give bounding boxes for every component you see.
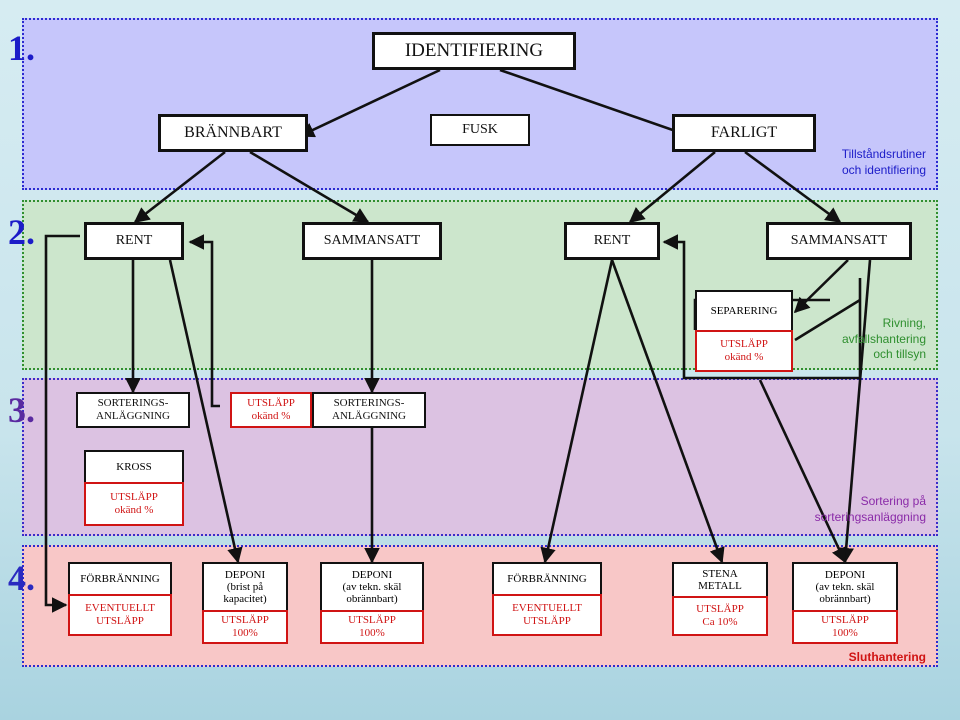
sammansatt-left-box: SAMMANSATT (302, 222, 442, 260)
utslapp-label: UTSLÄPP (696, 603, 744, 616)
note-line: Tillståndsrutiner (841, 147, 926, 161)
deponi-line: DEPONI (351, 569, 393, 581)
sorteringsanlaggning-left-box: SORTERINGS- ANLÄGGNING (76, 392, 190, 428)
stage-3-number: 3. (8, 390, 35, 430)
utslapp-100-box: UTSLÄPP 100% (202, 610, 288, 644)
stena-metall-box: STENA METALL UTSLÄPP Ca 10% (672, 562, 768, 636)
sort-line: SORTERINGS- (333, 397, 405, 410)
utslapp-label: UTSLÄPP (720, 338, 768, 351)
sort-line: ANLÄGGNING (332, 410, 406, 422)
utslapp-100-box: UTSLÄPP 100% (792, 610, 898, 644)
percent-label: 100% (359, 627, 385, 639)
note-tillstandsrutiner: Tillståndsrutiner och identifiering (842, 147, 926, 178)
eventuellt-utslapp-box: EVENTUELLT UTSLÄPP (68, 594, 172, 636)
sorteringsanlaggning-right-box: SORTERINGS- ANLÄGGNING (312, 392, 426, 428)
deponi-line: obrännbart) (346, 593, 398, 605)
deponi-line: obrännbart) (819, 593, 871, 605)
deponi-line: (av tekn. skäl (342, 581, 402, 593)
utslapp-label: UTSLÄPP (821, 614, 869, 627)
kross-utslapp-box: UTSLÄPP okänd % (84, 482, 184, 526)
utslapp-ca10-box: UTSLÄPP Ca 10% (672, 596, 768, 636)
utslapp-label: UTSLÄPP (96, 615, 144, 627)
kross-label: KROSS (116, 461, 152, 473)
forbranning-box-1: FÖRBRÄNNING EVENTUELLT UTSLÄPP (68, 562, 172, 636)
separering-box: SEPARERING UTSLÄPP okänd % (695, 290, 793, 372)
stage-1-number: 1. (8, 28, 35, 68)
deponi-brist-box: DEPONI (brist på kapacitet) UTSLÄPP 100% (202, 562, 288, 644)
utslapp-okand-box: UTSLÄPP okänd % (230, 392, 312, 428)
stage-4-number: 4. (8, 558, 35, 598)
rent-left-box: RENT (84, 222, 184, 260)
utslapp-label: UTSLÄPP (110, 491, 158, 504)
note-line: Sortering på (860, 494, 926, 508)
percent-label: 100% (232, 627, 258, 639)
percent-label: 100% (832, 627, 858, 639)
note-sortering: Sortering på sorteringsanläggning (815, 494, 926, 525)
deponi-obrannbart-label: DEPONI (av tekn. skäl obrännbart) (794, 564, 896, 610)
deponi-obrannbart-box-2: DEPONI (av tekn. skäl obrännbart) UTSLÄP… (792, 562, 898, 644)
rent-right-box: RENT (564, 222, 660, 260)
sammansatt-right-box: SAMMANSATT (766, 222, 912, 260)
percent-label: Ca 10% (702, 616, 738, 628)
sort-line: SORTERINGS- (97, 397, 169, 410)
fusk-box: FUSK (430, 114, 530, 146)
utslapp-label: UTSLÄPP (221, 614, 269, 627)
note-rivning: Rivning, avfallshantering och tillsyn (842, 316, 926, 363)
note-line: och tillsyn (873, 347, 926, 362)
utslapp-100-box: UTSLÄPP 100% (320, 610, 424, 644)
note-line: avfallshantering (841, 331, 926, 346)
deponi-line: DEPONI (824, 569, 866, 581)
farligt-box: FARLIGT (672, 114, 816, 152)
identifiering-box: IDENTIFIERING (372, 32, 576, 70)
stena-metall-label: STENA METALL (674, 564, 766, 596)
forbranning-label: FÖRBRÄNNING (507, 573, 587, 585)
metall-line: METALL (698, 580, 742, 592)
separering-label: SEPARERING (710, 305, 778, 317)
deponi-line: (av tekn. skäl (815, 581, 875, 593)
deponi-obrannbart-label: DEPONI (av tekn. skäl obrännbart) (322, 564, 422, 610)
stage-2-number: 2. (8, 212, 35, 252)
okand-label: okänd % (114, 504, 154, 516)
deponi-line: kapacitet) (223, 593, 267, 605)
deponi-brist-label: DEPONI (brist på kapacitet) (204, 564, 286, 610)
brannbart-box: BRÄNNBART (158, 114, 308, 152)
kross-box: KROSS UTSLÄPP okänd % (84, 450, 184, 526)
stage-4-band (22, 545, 938, 667)
okand-label: okänd % (251, 410, 291, 422)
note-line: och identifiering (841, 162, 926, 177)
separering-utslapp-box: UTSLÄPP okänd % (695, 330, 793, 372)
deponi-line: (brist på (226, 581, 264, 593)
forbranning-label: FÖRBRÄNNING (80, 573, 160, 585)
okand-label: okänd % (724, 351, 764, 363)
note-line: Rivning, (882, 316, 926, 330)
utslapp-label: UTSLÄPP (247, 397, 295, 410)
deponi-obrannbart-box-1: DEPONI (av tekn. skäl obrännbart) UTSLÄP… (320, 562, 424, 644)
eventuellt-label: EVENTUELLT (512, 602, 582, 615)
eventuellt-label: EVENTUELLT (85, 602, 155, 615)
sort-line: ANLÄGGNING (96, 410, 170, 422)
note-line: sorteringsanläggning (814, 509, 926, 524)
eventuellt-utslapp-box: EVENTUELLT UTSLÄPP (492, 594, 602, 636)
utslapp-label: UTSLÄPP (523, 615, 571, 627)
deponi-line: DEPONI (224, 569, 266, 581)
forbranning-box-2: FÖRBRÄNNING EVENTUELLT UTSLÄPP (492, 562, 602, 636)
stena-line: STENA (702, 568, 738, 580)
utslapp-label: UTSLÄPP (348, 614, 396, 627)
note-sluthantering: Sluthantering (848, 650, 926, 664)
